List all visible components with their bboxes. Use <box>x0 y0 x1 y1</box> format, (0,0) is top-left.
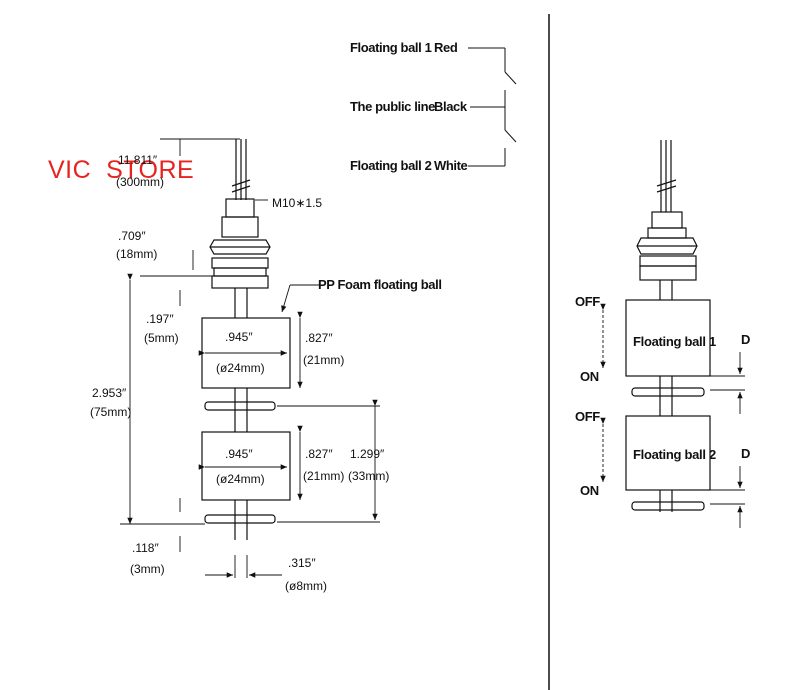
ball2-dia-in: .945″ <box>225 447 253 461</box>
store-watermark: VIC STORE <box>48 156 195 184</box>
spacing-in: 1.299″ <box>350 447 385 461</box>
switch-schematic <box>468 47 517 167</box>
spacing-mm: (33mm) <box>348 469 389 483</box>
wire-1-name: Floating ball 1 <box>350 40 432 55</box>
ball1-height-in: .827″ <box>305 331 333 345</box>
foam-ball-label: PP Foam floating ball <box>318 277 442 292</box>
wire-3-color: White <box>434 158 468 173</box>
dimension-labels: 11.811″ (300mm) M10∗1.5 .709″ (18mm) .19… <box>90 153 442 593</box>
ball2-label: Floating ball 2 <box>633 447 716 462</box>
dimension-lines <box>120 138 380 578</box>
wire-3-name: Floating ball 2 <box>350 158 432 173</box>
gap-in: .197″ <box>146 312 174 326</box>
ball2-dia-mm: (ø24mm) <box>216 472 265 486</box>
travel-arrows <box>600 303 745 528</box>
stem-dia-mm: (ø8mm) <box>285 579 327 593</box>
ball2-height-in: .827″ <box>305 447 333 461</box>
wire-1-color: Red <box>434 40 458 55</box>
bottom-mm: (3mm) <box>130 562 165 576</box>
wire-2-name: The public line <box>350 99 435 114</box>
operation-labels: Floating ball 1 Floating ball 2 OFF ON O… <box>575 294 750 498</box>
nut-in: .709″ <box>118 229 146 243</box>
ball2-on: ON <box>580 483 599 498</box>
total-mm: (75mm) <box>90 405 131 419</box>
ball2-off: OFF <box>575 409 600 424</box>
cable-length-mm: (300mm) <box>116 175 164 189</box>
cable-length-in: 11.811″ <box>118 153 158 167</box>
ball1-on: ON <box>580 369 599 384</box>
ball1-label: Floating ball 1 <box>633 334 716 349</box>
ball1-height-mm: (21mm) <box>303 353 344 367</box>
nut-mm: (18mm) <box>116 247 157 261</box>
ball2-height-mm: (21mm) <box>303 469 344 483</box>
ball1-d: D <box>741 332 750 347</box>
ball1-off: OFF <box>575 294 600 309</box>
ball1-dia-mm: (ø24mm) <box>216 361 265 375</box>
bottom-in: .118″ <box>132 541 159 555</box>
total-in: 2.953″ <box>92 386 127 400</box>
ball1-dia-in: .945″ <box>225 330 253 344</box>
stem-dia-in: .315″ <box>288 556 316 570</box>
gap-mm: (5mm) <box>144 331 179 345</box>
thread-size: M10∗1.5 <box>272 196 322 210</box>
sensor-right <box>625 140 711 512</box>
wiring-legend: Floating ball 1 Red The public line Blac… <box>350 40 517 173</box>
wire-2-color: Black <box>434 99 468 114</box>
ball2-d: D <box>741 446 750 461</box>
sensor-left <box>201 139 291 540</box>
